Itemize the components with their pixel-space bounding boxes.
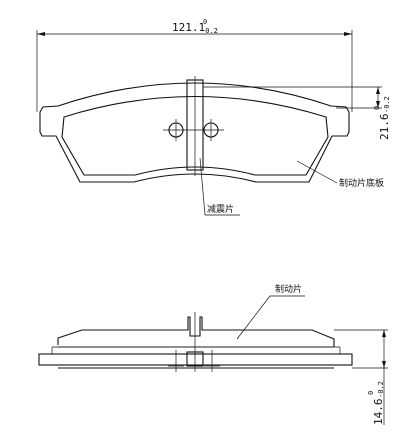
arrow-thickness-bottom	[382, 361, 386, 368]
height-value: 21.6	[378, 114, 391, 141]
thickness-tol-lower: -0.2	[377, 381, 385, 398]
arrow-thickness-top	[382, 330, 386, 337]
leader-friction-pad	[236, 295, 305, 340]
leader-backing-plate	[296, 160, 338, 184]
width-value: 121.1	[172, 21, 205, 34]
width-tol-lower: -0.2	[201, 27, 218, 35]
friction-pad-outline	[61, 96, 329, 176]
thickness-tol-upper: 0	[367, 391, 375, 395]
height-tol-lower: -0.2	[383, 96, 391, 113]
height-tol-upper: 0	[373, 106, 381, 110]
height-label: 21.6 0 -0.2	[373, 96, 391, 140]
leader-shim	[199, 157, 240, 216]
thickness-label: 14.6 0 -0.2	[367, 381, 385, 425]
label-friction-pad: 制动片	[275, 283, 302, 295]
width-tol-upper: 0	[203, 18, 207, 26]
label-shim: 减震片	[207, 203, 234, 215]
top-view: 121.1 0 -0.2 21.6 0 -0.2 制动片底板 减震片	[36, 18, 391, 216]
arrow-height-bottom	[376, 101, 380, 108]
arrow-height-top	[376, 87, 380, 94]
arrow-right	[344, 32, 352, 36]
thickness-value: 14.6	[372, 399, 385, 426]
friction-pad-side	[57, 316, 335, 347]
arrow-left	[37, 32, 45, 36]
backing-plate-side	[38, 353, 353, 366]
label-backing-plate: 制动片底板	[339, 177, 384, 189]
backing-plate-outline	[39, 82, 350, 183]
side-view: 制动片 14.6 0 -0.2	[38, 283, 388, 425]
